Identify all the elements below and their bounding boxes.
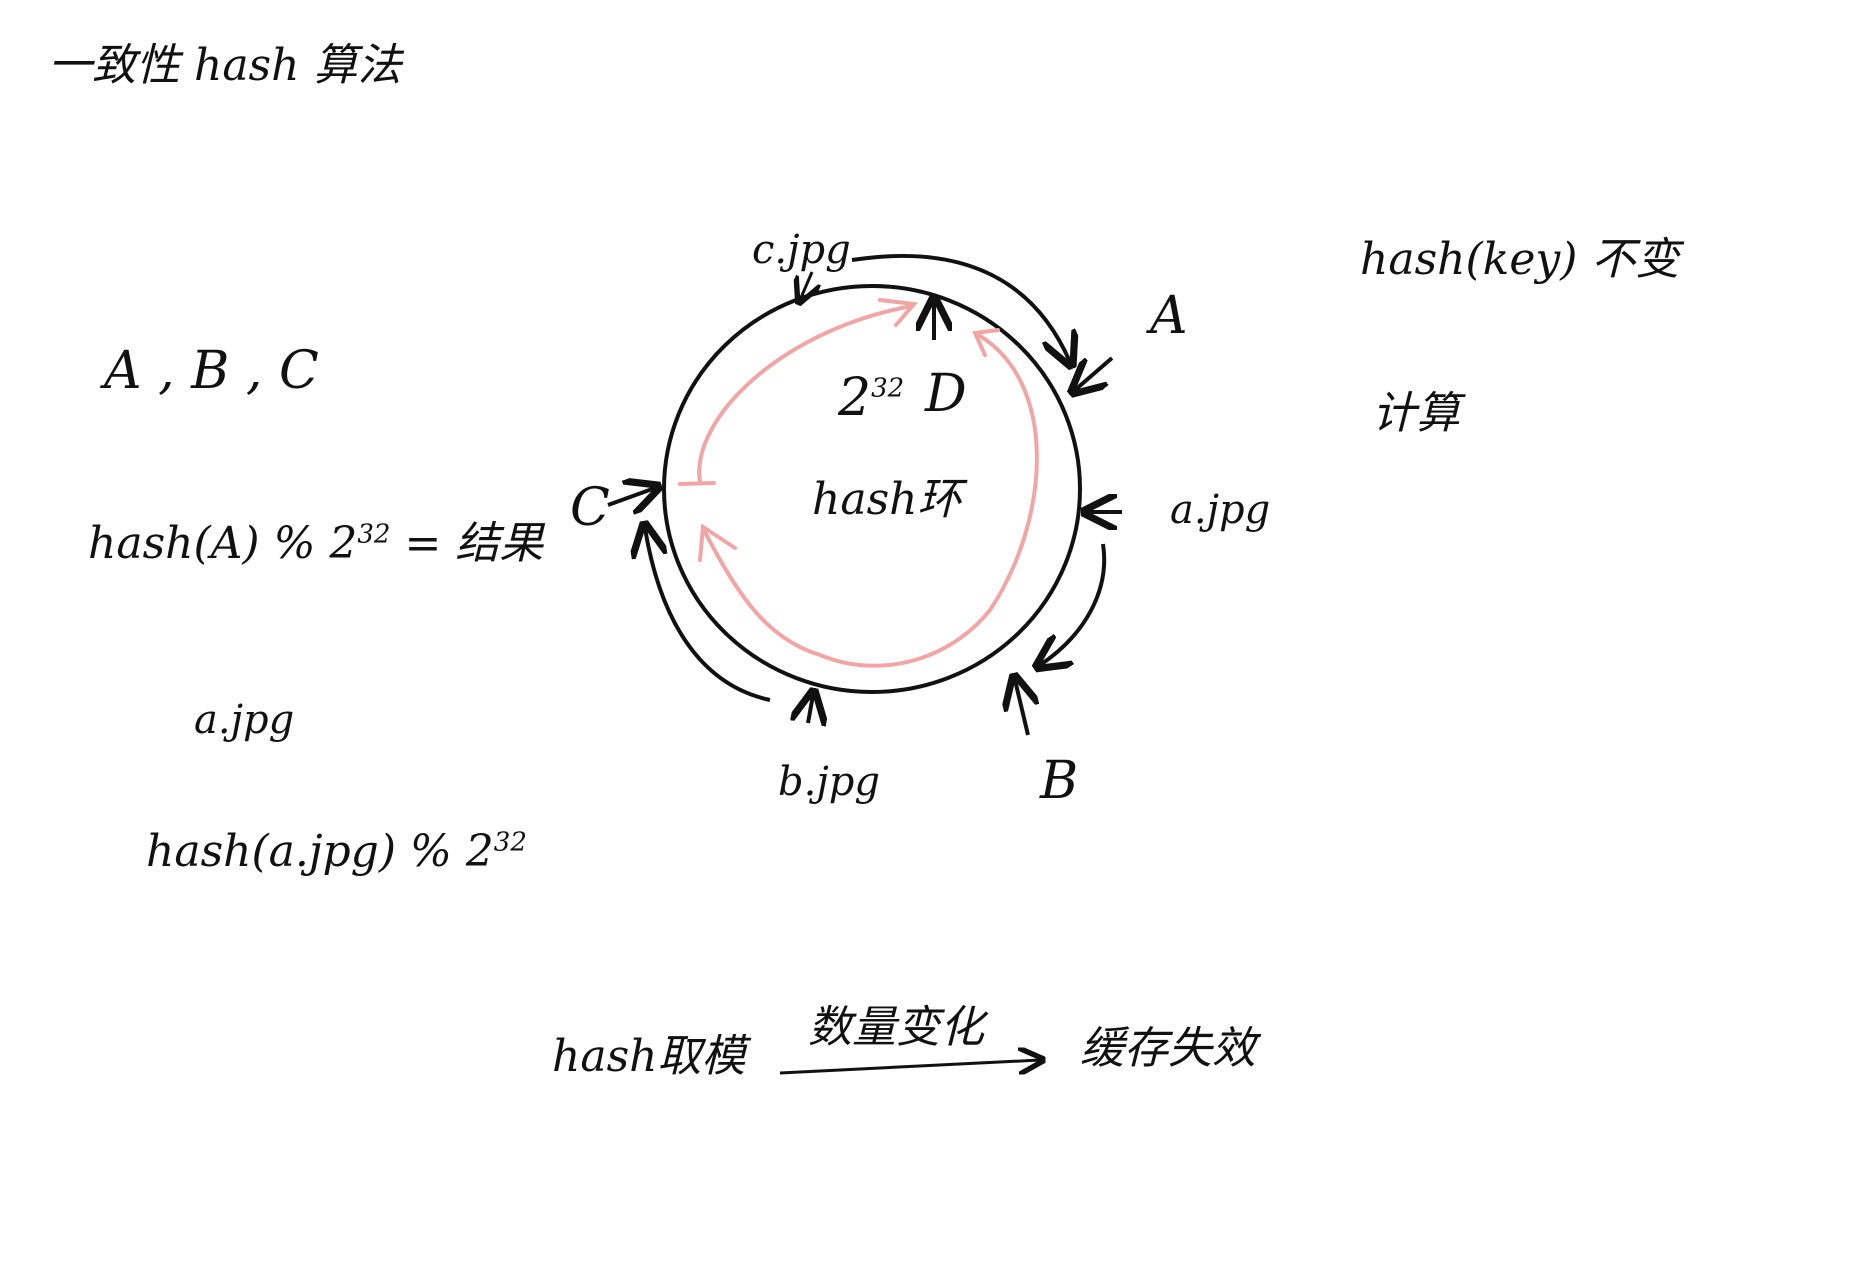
right-note-compute: 计算 (1372, 388, 1460, 439)
arrow-b-jpg (808, 695, 813, 723)
server-formula-suffix: = 结果 (390, 518, 544, 569)
flow-to: 缓存失效 (1080, 1023, 1256, 1074)
file-hash-formula: hash(a.jpg) % 232 (146, 827, 527, 874)
arrow-top-arc (851, 253, 1070, 362)
arrow-b-node (1015, 680, 1028, 736)
ring-direction-path (697, 304, 1039, 668)
arrow-c-node (607, 488, 655, 505)
page-title: 一致性 hash 算法 (48, 40, 402, 91)
arrow-left-arc (645, 528, 771, 702)
flow-arrow-label: 数量变化 (808, 1002, 984, 1053)
ring-center-label: hash环 (812, 474, 962, 525)
file-b-label: b.jpg (778, 759, 880, 805)
node-c-label: C (570, 478, 610, 538)
node-d-label: D (925, 364, 967, 424)
ring-top-base: 2 (838, 368, 872, 428)
arrow-c-jpg (800, 271, 812, 300)
node-a-label: A (1150, 286, 1188, 346)
file-formula-exponent: 32 (493, 827, 527, 858)
file-c-label: c.jpg (752, 227, 851, 273)
server-formula-prefix: hash(A) % 2 (88, 518, 358, 569)
file-a-label: a.jpg (1170, 487, 1271, 533)
node-b-label: B (1040, 751, 1079, 811)
server-hash-formula: hash(A) % 232 = 结果 (88, 519, 543, 566)
ring-top-power: 232 (838, 372, 904, 424)
arrow-right-arc (1040, 543, 1107, 665)
right-note-hash-key: hash(key) 不变 (1360, 234, 1680, 285)
file-name: a.jpg (194, 697, 295, 743)
ring-direction-arrow-left (698, 523, 737, 562)
arrow-a-node (1075, 356, 1114, 390)
ring-direction-dash (678, 481, 716, 486)
ring-top-exponent: 32 (871, 373, 905, 404)
ring-direction-arrow-right (972, 328, 1000, 357)
flow-from: hash取模 (552, 1031, 746, 1082)
flow-arrow (779, 1060, 1040, 1073)
server-list: A , B , C (104, 341, 319, 401)
file-formula-prefix: hash(a.jpg) % 2 (146, 826, 494, 877)
server-formula-exponent: 32 (357, 519, 391, 550)
ring-direction-arrow-top (878, 298, 918, 327)
